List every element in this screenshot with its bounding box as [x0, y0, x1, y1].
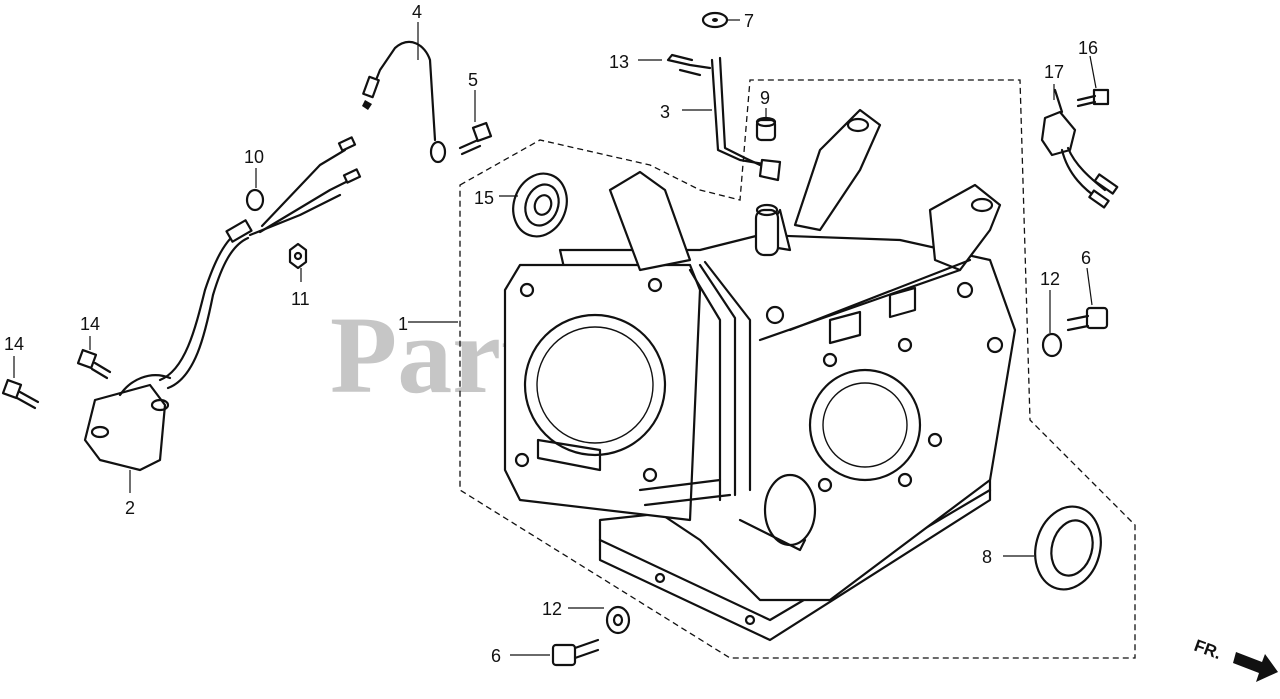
callout-3: 3	[660, 102, 670, 122]
callout-10: 10	[244, 147, 264, 167]
callout-8: 8	[982, 547, 992, 567]
bolt-5[interactable]	[458, 121, 493, 156]
bolt-14-left[interactable]	[1, 378, 40, 410]
front-arrow-icon	[1233, 652, 1278, 682]
callout-1: 1	[398, 314, 408, 334]
bolt-16[interactable]	[1076, 88, 1110, 108]
assembly-boundary	[459, 79, 1136, 659]
front-direction-indicator: FR.	[1192, 636, 1278, 682]
callout-2: 2	[125, 498, 135, 518]
flange-bolt-6-right[interactable]	[1066, 306, 1109, 332]
flange-bolt-6-bottom[interactable]	[551, 638, 600, 667]
callout-4: 4	[412, 2, 422, 22]
callout-14-left: 14	[4, 334, 24, 354]
oil-seal[interactable]	[1026, 499, 1110, 597]
clip-13[interactable]	[666, 53, 712, 77]
callout-17: 17	[1044, 62, 1064, 82]
leader-lines	[13, 19, 1097, 656]
callout-5: 5	[468, 70, 478, 90]
nut-11[interactable]	[288, 242, 308, 270]
washer-12-bottom[interactable]	[605, 605, 631, 635]
callout-7: 7	[744, 11, 754, 31]
callout-11: 11	[291, 289, 310, 309]
cylinder-block[interactable]	[503, 108, 1017, 642]
oil-alert-unit[interactable]	[1040, 88, 1119, 209]
bracket-rod[interactable]	[710, 56, 782, 182]
washer-7[interactable]	[701, 11, 729, 29]
washer-12-right[interactable]	[1041, 332, 1063, 358]
callout-6-right: 6	[1081, 248, 1091, 268]
oil-alert-switch[interactable]	[83, 136, 362, 472]
callout-15: 15	[474, 188, 494, 208]
callout-14-mid: 14	[80, 314, 100, 334]
front-label: FR.	[1192, 636, 1224, 663]
ring-10[interactable]	[245, 188, 265, 212]
bolt-14-mid[interactable]	[76, 348, 112, 380]
grommet-9[interactable]	[755, 116, 777, 142]
callout-16: 16	[1078, 38, 1098, 58]
callout-labels: 1 2 3 4 5 6 6 7 8 9 10 11 12 12 13 14 14…	[4, 2, 1098, 666]
callout-12-bottom: 12	[542, 599, 562, 619]
ball-bearing[interactable]	[505, 166, 576, 244]
ground-wire[interactable]	[362, 41, 447, 164]
callout-6-bottom: 6	[491, 646, 501, 666]
callout-9: 9	[760, 88, 770, 108]
callout-13: 13	[609, 52, 629, 72]
callout-12-right: 12	[1040, 269, 1060, 289]
